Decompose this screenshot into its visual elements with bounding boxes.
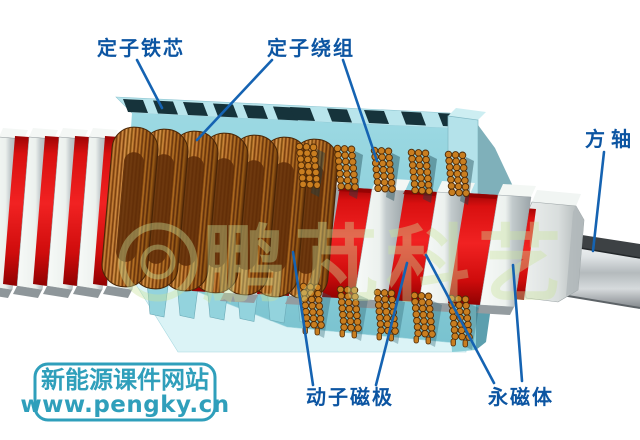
leader-stator-winding-right bbox=[341, 58, 379, 163]
mover-end-block bbox=[519, 190, 585, 303]
label-permanent-magnet: 永磁体 bbox=[487, 385, 554, 409]
label-stator-winding: 定子绕组 bbox=[267, 36, 355, 60]
leader-magnet-right bbox=[511, 263, 524, 383]
wire-bundles-bottom bbox=[299, 282, 479, 350]
leader-mover-pole-right bbox=[374, 261, 409, 387]
logo-border bbox=[33, 362, 217, 422]
leader-magnet-left bbox=[424, 253, 496, 385]
stator-end-wedge bbox=[478, 125, 518, 197]
leader-stator-winding-left bbox=[195, 58, 274, 142]
watermark: 鹏芃科艺 bbox=[118, 216, 570, 314]
label-mover-pole: 动子磁极 bbox=[306, 385, 394, 409]
label-square-shaft: 方轴 bbox=[585, 127, 637, 151]
logo-site-name: 新能源课件网站 bbox=[41, 366, 209, 394]
leader-lines bbox=[135, 58, 606, 387]
callout-labels: 定子铁芯 定子绕组 方轴 动子磁极 永磁体 bbox=[97, 36, 637, 409]
stator-winding-coils bbox=[101, 126, 339, 300]
logo-box: 新能源课件网站 www.pengky.cn bbox=[20, 362, 229, 422]
watermark-text: 鹏芃科艺 bbox=[202, 216, 570, 314]
logo-site-url: www.pengky.cn bbox=[20, 392, 229, 418]
watermark-emblem bbox=[118, 222, 198, 302]
leader-mover-pole-left bbox=[291, 250, 315, 387]
wire-bundles-top bbox=[295, 142, 474, 205]
leader-square-shaft bbox=[591, 150, 606, 253]
label-stator-core: 定子铁芯 bbox=[97, 36, 185, 60]
leader-stator-core bbox=[135, 58, 164, 110]
